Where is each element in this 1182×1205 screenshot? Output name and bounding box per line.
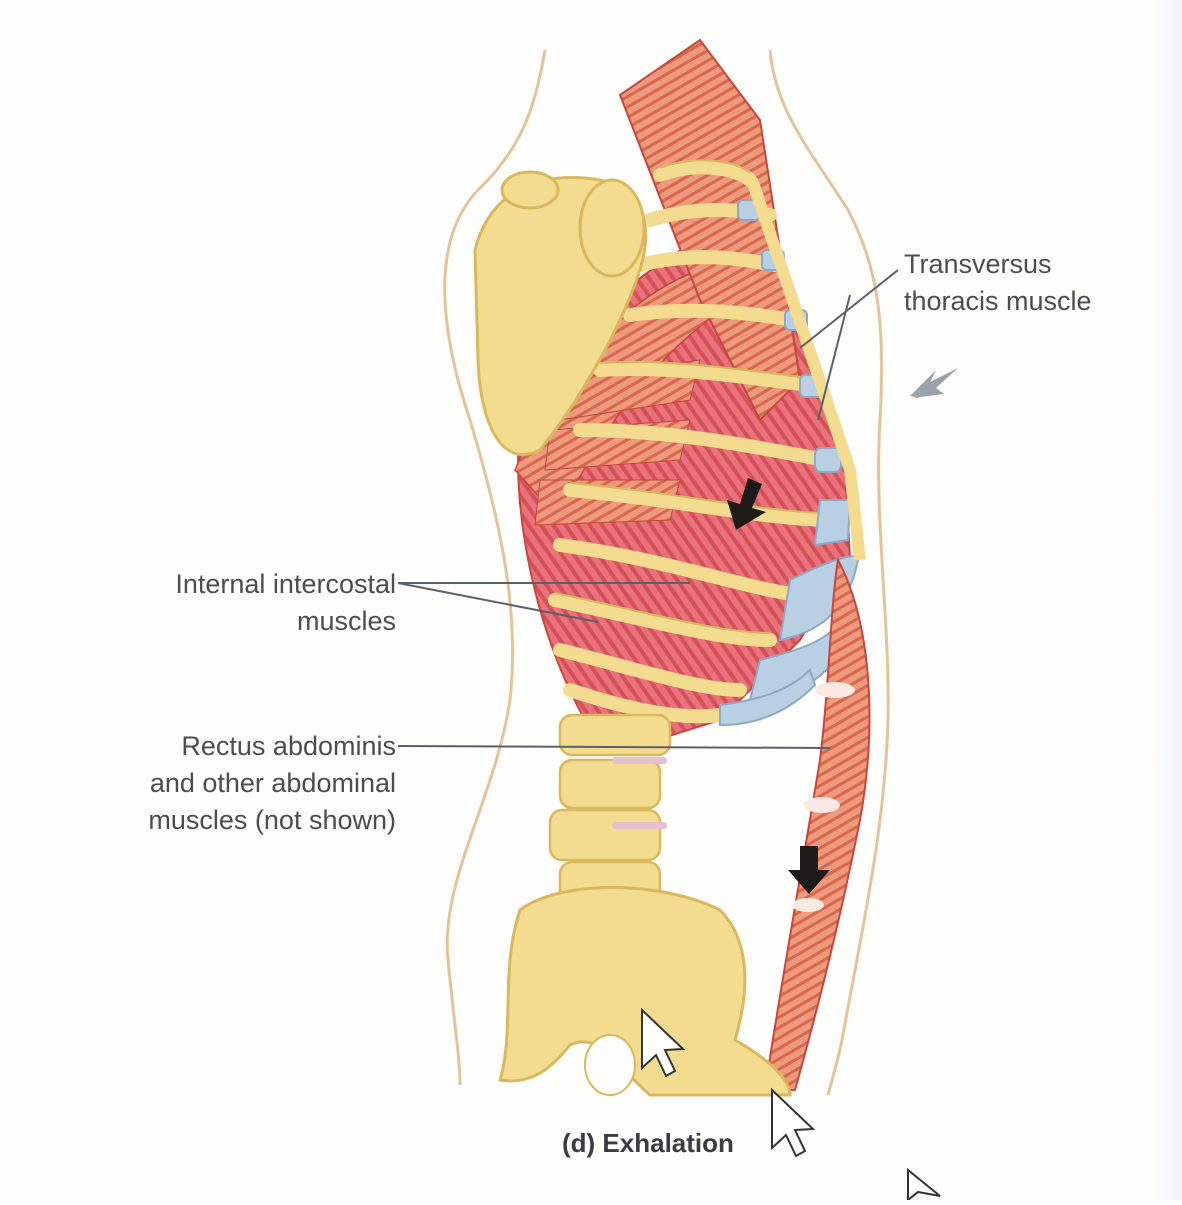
label-internal-line1: Internal intercostal <box>175 569 396 599</box>
label-rectus-abdominis: Rectus abdominis and other abdominal mus… <box>80 728 396 839</box>
leader-transversus-a <box>799 269 899 349</box>
label-rectus-line2: and other abdominal <box>149 768 396 798</box>
costal-cartilage <box>719 199 859 727</box>
leader-transversus-b <box>817 294 851 421</box>
pelvis <box>498 886 792 1097</box>
label-rectus-line1: Rectus abdominis <box>181 731 396 761</box>
label-transversus-line1: Transversus <box>904 249 1052 279</box>
motion-arrow-icon <box>727 478 830 894</box>
label-internal-intercostal: Internal intercostal muscles <box>110 566 396 640</box>
body-outline-front <box>768 49 890 1096</box>
leader-lines <box>397 269 899 749</box>
label-transversus-line2: thoracis muscle <box>904 286 1092 316</box>
pelvis-hole <box>584 1034 636 1096</box>
sternum <box>746 178 866 561</box>
intervertebral-discs <box>612 757 667 829</box>
view-direction-arrow-icon <box>910 368 958 398</box>
label-internal-line2: muscles <box>296 606 396 636</box>
clavicle-head <box>500 170 560 210</box>
figure-caption: (d) Exhalation <box>562 1128 734 1158</box>
label-transversus-thoracis: Transversus thoracis muscle <box>904 246 1092 320</box>
rectus-tendinous-bands <box>792 682 855 912</box>
body-outline-back <box>443 49 547 1086</box>
shoulder-joint <box>578 178 646 278</box>
page-edge <box>1152 0 1182 1200</box>
leader-internal-b <box>397 582 599 623</box>
lumbar-vertebrae <box>548 713 672 904</box>
label-rectus-line3: muscles (not shown) <box>148 805 396 835</box>
rib-outlines <box>554 159 831 634</box>
mouse-cursor-icon <box>641 1007 941 1203</box>
leader-rectus <box>397 745 831 749</box>
